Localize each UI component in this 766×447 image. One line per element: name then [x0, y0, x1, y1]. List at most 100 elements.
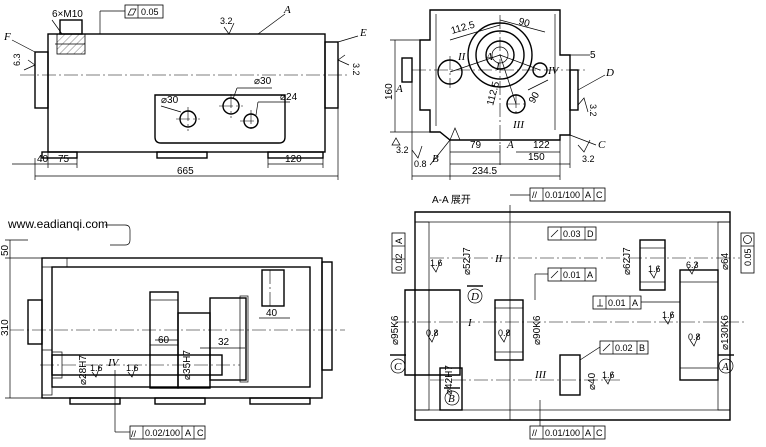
flatness-icon — [127, 8, 137, 16]
label-A-front: A — [283, 4, 291, 16]
datum-ref-A: A — [185, 428, 191, 438]
section-title: A-A 展开 — [432, 194, 471, 206]
straightness-ref: A — [394, 238, 404, 244]
dim-90-top: 90 — [517, 16, 531, 30]
rough-right: 3.2 — [588, 104, 598, 117]
roughness-icon — [337, 54, 350, 66]
parallel-frame — [129, 425, 206, 440]
watermark-text: www.eadianqi.com — [7, 217, 108, 231]
datum-bottom-C: C — [596, 428, 603, 438]
dim-122: 122 — [533, 140, 550, 151]
runout-2-value: 0.01 — [563, 270, 581, 280]
label-II: II — [494, 253, 504, 265]
parallel-value: 0.02/100 — [145, 428, 180, 438]
label-III: III — [512, 119, 525, 131]
perp-value: 0.01 — [608, 298, 626, 308]
label-D: D — [605, 67, 614, 79]
perpendicularity-icon — [597, 299, 603, 307]
parallel-icon: // — [131, 429, 137, 439]
datum-top-C: C — [596, 190, 603, 200]
rough-right: 3.2 — [351, 63, 361, 76]
rough-top: 3.2 — [220, 16, 233, 26]
runout-3-ref: B — [639, 343, 645, 353]
datum-D-label: D — [470, 291, 479, 303]
rough-1: 1.6 — [90, 363, 103, 373]
parallel-bottom-frame — [529, 425, 606, 440]
roughness-icon — [223, 22, 235, 35]
straightness-value: 0.02 — [394, 253, 404, 271]
roughness-icon — [577, 139, 591, 153]
rough-2: 1.6 — [126, 363, 139, 373]
datum-C-label: C — [394, 361, 402, 373]
label-A-bottom: A — [506, 139, 514, 151]
dim-75: 75 — [58, 154, 70, 165]
datum-circle-C — [390, 358, 406, 374]
rough-a: 1.6 — [430, 258, 443, 268]
runout-2-ref: A — [587, 270, 593, 280]
rough-b1: 0.8 — [414, 159, 427, 169]
dim-310: 310 — [0, 319, 11, 336]
label-IV: IV — [547, 65, 560, 77]
datum-B-label: B — [448, 393, 455, 405]
dim-234-5: 234.5 — [472, 166, 497, 177]
dia-64: ⌀64 — [720, 252, 731, 270]
dim-150: 150 — [528, 152, 545, 163]
dim-120: 120 — [285, 154, 302, 165]
dim-5: 5 — [590, 50, 596, 61]
roughness-icon — [603, 371, 614, 385]
flatness-frame — [124, 4, 164, 19]
roughness-icon — [663, 311, 674, 325]
label-I: I — [467, 317, 473, 329]
dim-665: 665 — [177, 166, 194, 177]
rough-left: 3.2 — [396, 145, 409, 155]
label-I: I — [495, 61, 501, 73]
roundness-value: 0.05 — [743, 248, 753, 266]
label-C: C — [598, 139, 606, 151]
datum-circle-A — [718, 358, 734, 374]
roughness-icon — [687, 261, 698, 275]
dim-40: 40 — [266, 308, 278, 319]
roughness-icon — [411, 145, 423, 159]
left-boss — [34, 51, 49, 109]
datum-A-label: A — [721, 361, 729, 373]
rough-c: 1.6 — [662, 310, 675, 320]
roughness-icon — [499, 329, 510, 343]
dim-40: 40 — [37, 154, 49, 165]
roundness-icon — [743, 235, 752, 244]
hole-pad — [154, 94, 286, 144]
roughness-icon — [649, 265, 660, 279]
runout-1-value: 0.03 — [563, 229, 581, 239]
roughness-icon — [391, 137, 401, 146]
dim-50: 50 — [0, 244, 11, 256]
dia-62j7: ⌀62J7 — [622, 247, 633, 275]
label-F: F — [3, 31, 11, 43]
roughness-icon — [689, 333, 700, 347]
label-B: B — [432, 153, 439, 165]
flatness-value: 0.05 — [141, 7, 159, 17]
rough-f: 0.8 — [426, 328, 439, 338]
rough-h: 0.8 — [688, 332, 701, 342]
dia-52j7: ⌀52J7 — [462, 247, 473, 275]
label-A-center: A — [485, 51, 493, 63]
roughness-icon — [427, 329, 438, 343]
dim-160: 160 — [384, 83, 395, 100]
parallel-icon: // — [532, 428, 538, 438]
datum-circle-D — [467, 288, 483, 304]
datum-circle-B — [444, 390, 460, 406]
rough-g: 0.8 — [498, 328, 511, 338]
label-II: II — [457, 51, 467, 63]
runout-3-value: 0.02 — [615, 343, 633, 353]
perp-ref: A — [632, 298, 638, 308]
rough-c: 3.2 — [582, 154, 595, 164]
dim-32: 32 — [218, 337, 230, 348]
parallel-top-frame — [529, 187, 606, 202]
roughness-icon — [23, 59, 36, 71]
label-A-left: A — [395, 83, 403, 95]
rough-b: 1.6 — [648, 264, 661, 274]
dim-90-diag: 90 — [527, 90, 542, 106]
rough-e: 6.3 — [686, 260, 699, 270]
hole-30-b-label: ⌀30 — [254, 76, 272, 87]
label-E: E — [359, 27, 367, 39]
hole-24-label: ⌀24 — [280, 92, 298, 103]
